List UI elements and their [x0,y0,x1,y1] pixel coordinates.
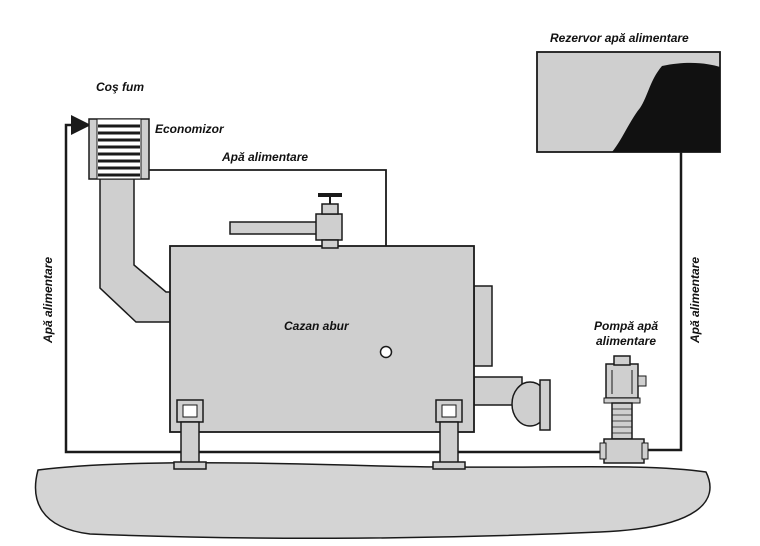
steam-boiler-body [169,245,475,433]
burner [473,376,551,431]
chimney-label: Coş fum [96,80,144,94]
boiler-side-panel [473,285,493,367]
tank-label: Rezervor apă alimentare [550,31,689,45]
feed-water-tank [536,51,721,153]
feed-water-pipe-right [646,152,683,452]
steam-valve [229,193,343,249]
economizer [88,118,150,180]
boiler-leg-right [432,399,466,470]
feed-water-pipe-bottom [64,115,606,454]
boiler-leg-left [173,399,207,470]
tank-water-level [612,62,720,152]
feed-water-pump [599,355,649,464]
economizer-label: Economizor [155,122,225,136]
flue-duct [99,177,171,323]
feed-water-label-right: Apă alimentare [688,257,702,344]
ground-floor [34,461,711,540]
feed-water-label-left: Apă alimentare [41,257,55,344]
feed-water-label-top: Apă alimentare [221,150,308,164]
boiler-label: Cazan abur [284,319,350,333]
pump-label-line2: alimentare [596,334,656,348]
pump-label-line1: Pompă apă [594,319,658,333]
feed-water-inlet [379,345,393,359]
